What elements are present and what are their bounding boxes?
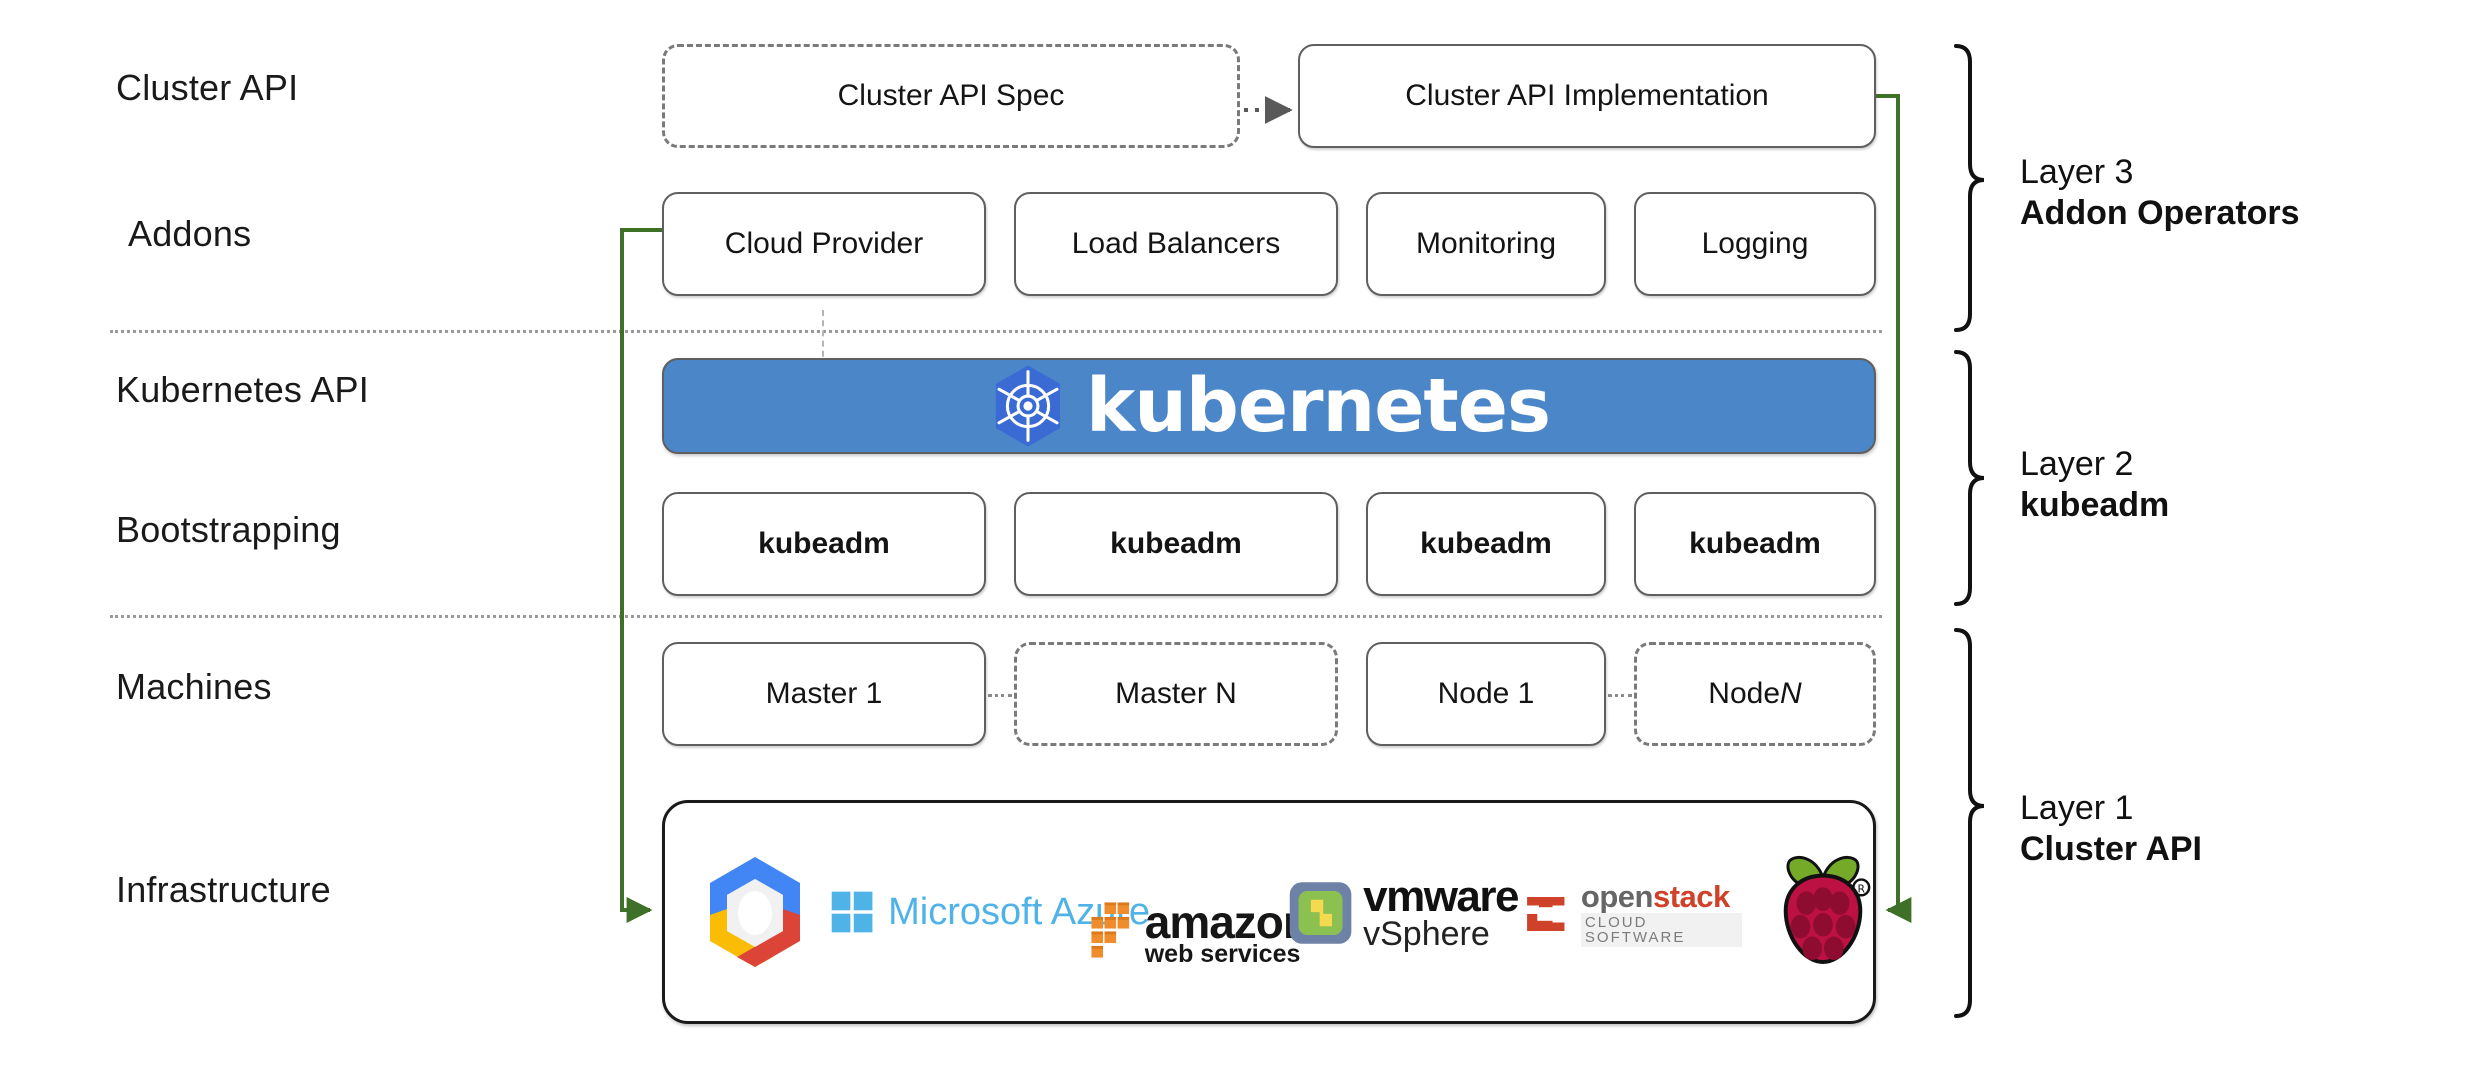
cloud-provider-to-kubernetes-connector — [822, 310, 824, 367]
raspberry-pi-logo: R — [1762, 844, 1884, 974]
layer-3-subject: Addon Operators — [2020, 194, 2300, 233]
machine-label-node-n-italic: N — [1780, 677, 1802, 710]
layer-1-subject: Cluster API — [2020, 830, 2203, 869]
machine-box-node-1[interactable]: Node 1 — [1366, 642, 1606, 746]
machine-box-master-1[interactable]: Master 1 — [662, 642, 986, 746]
svg-text:R: R — [1858, 882, 1866, 895]
addon-label-load-balancers: Load Balancers — [1071, 227, 1281, 260]
addon-label-monitoring: Monitoring — [1415, 227, 1557, 260]
brace-layer-3 — [1954, 44, 1985, 332]
layer-2-label: Layer 2 kubeadm — [2020, 444, 2169, 527]
layer-separator-3-2 — [110, 330, 1882, 333]
bootstrap-label-3: kubeadm — [1420, 527, 1552, 560]
amazon-wordmark: amazon — [1144, 895, 1311, 948]
bootstrap-label-4: kubeadm — [1689, 527, 1821, 560]
bootstrap-box-2[interactable]: kubeadm — [1014, 492, 1338, 596]
vmware-vsphere-logo: vmware vSphere — [1288, 860, 1519, 966]
openstack-subtext: CLOUD SOFTWARE — [1580, 912, 1742, 948]
layer-3-name: Layer 3 — [2020, 153, 2134, 191]
bootstrap-label-2: kubeadm — [1110, 527, 1242, 560]
bootstrap-box-4[interactable]: kubeadm — [1634, 492, 1876, 596]
machine-label-node-1: Node 1 — [1437, 677, 1535, 710]
kubernetes-banner[interactable]: kubernetes — [662, 358, 1876, 454]
machine-label-master-n: Master N — [1115, 677, 1237, 710]
bootstrap-box-1[interactable]: kubeadm — [662, 492, 986, 596]
layer-2-name: Layer 2 — [2020, 445, 2134, 483]
layer-1-label: Layer 1 Cluster API — [2020, 788, 2202, 871]
openstack-wordmark-accent: stack — [1652, 878, 1730, 914]
row-label-cluster-api: Cluster API — [116, 67, 299, 108]
addon-box-load-balancers[interactable]: Load Balancers — [1014, 192, 1338, 296]
amazon-web-services-logo: amazon web services — [1090, 858, 1311, 968]
aws-subtext: web services — [1144, 940, 1301, 968]
row-label-bootstrapping: Bootstrapping — [116, 509, 341, 550]
addon-box-logging[interactable]: Logging — [1634, 192, 1876, 296]
bootstrap-label-1: kubeadm — [758, 527, 890, 560]
cluster-api-spec-label: Cluster API Spec — [837, 79, 1065, 112]
machine-box-node-n[interactable]: Node N — [1634, 642, 1876, 746]
layer-1-name: Layer 1 — [2020, 789, 2134, 827]
layer-3-label: Layer 3 Addon Operators — [2020, 152, 2300, 235]
kubernetes-helm-icon — [988, 364, 1068, 448]
machines-ellipsis-2 — [1608, 694, 1632, 697]
kubernetes-wordmark: kubernetes — [1085, 363, 1551, 449]
brace-layer-1 — [1954, 628, 1985, 1018]
vsphere-subtext: vSphere — [1363, 914, 1490, 953]
row-label-addons: Addons — [128, 213, 252, 254]
machine-label-node-n: Node — [1708, 677, 1781, 710]
implementation-to-infrastructure-flow — [1876, 94, 1912, 923]
bootstrap-box-3[interactable]: kubeadm — [1366, 492, 1606, 596]
layer-separator-2-1 — [110, 615, 1882, 618]
addon-label-logging: Logging — [1701, 227, 1809, 260]
vmware-wordmark: vmware — [1363, 871, 1519, 921]
machine-label-master-1: Master 1 — [765, 677, 883, 710]
infrastructure-box[interactable] — [662, 800, 1876, 1024]
addon-box-monitoring[interactable]: Monitoring — [1366, 192, 1606, 296]
google-cloud-platform-logo — [690, 850, 820, 974]
layer-2-subject: kubeadm — [2020, 486, 2170, 525]
addon-box-cloud-provider[interactable]: Cloud Provider — [662, 192, 986, 296]
brace-layer-2 — [1954, 350, 1985, 606]
row-label-kubernetes-api: Kubernetes API — [116, 369, 369, 410]
machines-ellipsis-1 — [988, 694, 1012, 697]
cluster-api-spec-box[interactable]: Cluster API Spec — [662, 44, 1240, 148]
addon-label-cloud-provider: Cloud Provider — [724, 227, 924, 260]
cluster-api-implementation-box[interactable]: Cluster API Implementation — [1298, 44, 1876, 148]
row-label-machines: Machines — [116, 666, 272, 707]
machine-box-master-n[interactable]: Master N — [1014, 642, 1338, 746]
openstack-logo: openstack CLOUD SOFTWARE — [1522, 868, 1742, 960]
cluster-api-implementation-label: Cluster API Implementation — [1405, 79, 1769, 112]
row-label-infrastructure: Infrastructure — [116, 869, 331, 910]
